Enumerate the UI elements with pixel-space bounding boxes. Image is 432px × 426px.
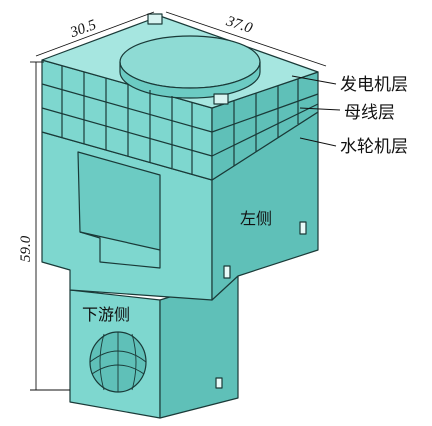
generator-pit-inner-wall bbox=[119, 61, 261, 99]
depth-dimension-line bbox=[35, 11, 155, 57]
side-window-3 bbox=[215, 377, 223, 389]
depth-dimension-label: 30.5 bbox=[67, 17, 99, 42]
left-side-label: 左侧 bbox=[240, 209, 272, 228]
powerhouse-structure bbox=[41, 13, 319, 419]
turbine-floor-label: 水轮机层 bbox=[340, 137, 408, 157]
generator-leader bbox=[291, 75, 337, 85]
front-frame-columns bbox=[61, 66, 193, 174]
width-dimension-line bbox=[165, 11, 327, 67]
turbine-leader bbox=[299, 137, 337, 147]
roof-hatch-1 bbox=[147, 13, 163, 25]
generator-floor-label: 发电机层 bbox=[340, 75, 408, 95]
draft-tube-grid bbox=[89, 332, 147, 392]
side-frame-beams bbox=[211, 93, 319, 157]
busbar-floor-label: 母线层 bbox=[344, 103, 395, 123]
front-frame-beams bbox=[41, 83, 213, 157]
height-dimension-label: 59.0 bbox=[18, 235, 34, 262]
roof-hatch-2 bbox=[213, 93, 229, 105]
side-window-1 bbox=[299, 221, 307, 235]
dimension-lines bbox=[30, 11, 327, 391]
downstream-side-label: 下游侧 bbox=[82, 305, 130, 324]
busbar-leader bbox=[299, 107, 341, 111]
label-leaders bbox=[291, 75, 341, 147]
front-recess-edge bbox=[79, 231, 161, 269]
side-window-2 bbox=[223, 265, 231, 279]
